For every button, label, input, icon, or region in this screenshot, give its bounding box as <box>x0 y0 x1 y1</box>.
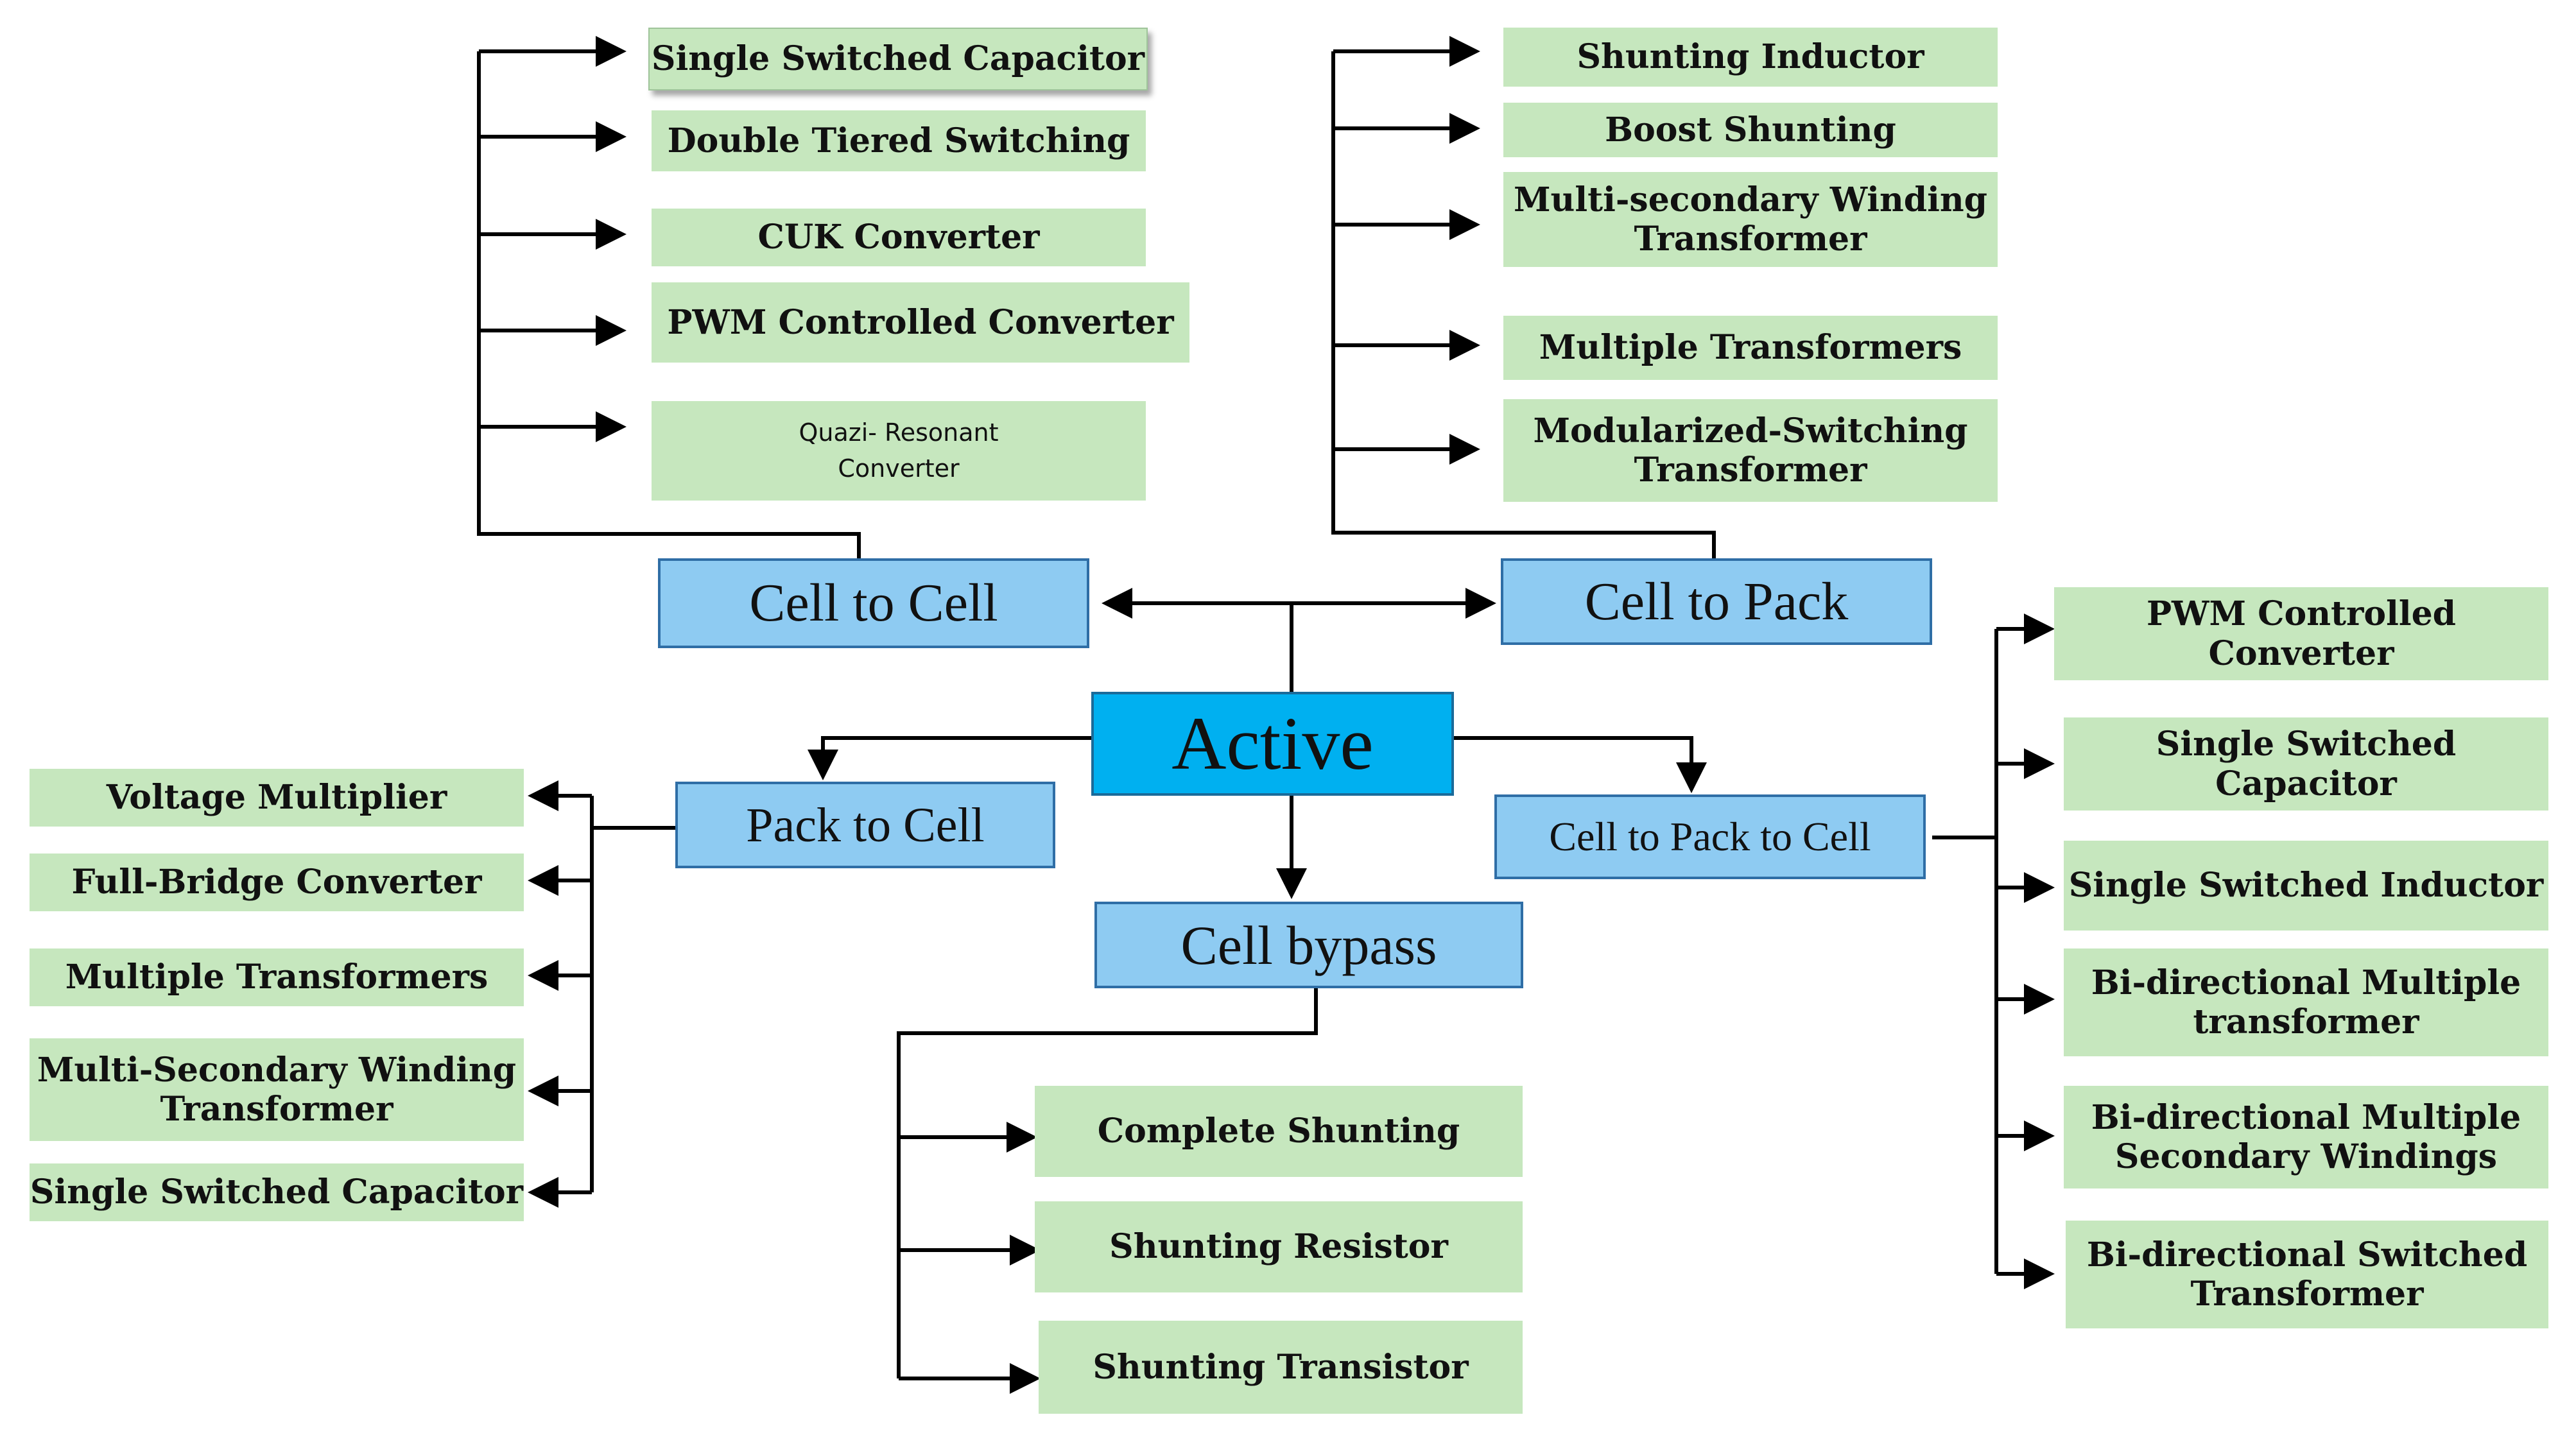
node-cell-to-cell: Cell to Cell <box>658 558 1089 648</box>
cell-to-cell-item: Single Switched Capacitor <box>648 28 1148 90</box>
pack-to-cell-item: Voltage Multiplier <box>30 769 524 827</box>
cell-to-cell-item: Double Tiered Switching <box>652 110 1146 171</box>
cell-bypass-item: Complete Shunting <box>1035 1086 1523 1177</box>
cell-to-cell-item: CUK Converter <box>652 209 1146 266</box>
cell-to-pack-item: Multi-secondary Winding Transformer <box>1503 172 1998 267</box>
node-cell-to-pack-to-cell: Cell to Pack to Cell <box>1494 794 1926 879</box>
cell-to-pack-item: Shunting Inductor <box>1503 28 1998 87</box>
cell-to-pack-to-cell-item: Single Switched Inductor <box>2064 841 2548 931</box>
cell-to-cell-item: Quazi- Resonant Converter <box>652 401 1146 501</box>
cell-to-pack-item: Multiple Transformers <box>1503 316 1998 380</box>
cell-to-cell-item: PWM Controlled Converter <box>652 282 1189 363</box>
cell-bypass-item: Shunting Transistor <box>1039 1321 1523 1414</box>
cell-to-pack-item: Modularized-Switching Transformer <box>1503 399 1998 502</box>
node-active: Active <box>1091 692 1454 796</box>
pack-to-cell-item: Full-Bridge Converter <box>30 854 524 911</box>
cell-to-pack-to-cell-item: Bi-directional Switched Transformer <box>2066 1221 2548 1328</box>
cell-to-pack-to-cell-item: Single Switched Capacitor <box>2064 717 2548 811</box>
cell-to-pack-to-cell-item: Bi-directional Multiple transformer <box>2064 948 2548 1056</box>
pack-to-cell-item: Multi-Secondary Winding Transformer <box>30 1038 524 1141</box>
pack-to-cell-item: Single Switched Capacitor <box>30 1163 524 1221</box>
cell-to-pack-to-cell-item: PWM Controlled Converter <box>2054 587 2548 680</box>
cell-to-pack-to-cell-item: Bi-directional Multiple Secondary Windin… <box>2064 1086 2548 1188</box>
node-cell-bypass: Cell bypass <box>1094 902 1523 988</box>
node-pack-to-cell: Pack to Cell <box>675 782 1055 868</box>
pack-to-cell-item: Multiple Transformers <box>30 948 524 1006</box>
cell-bypass-item: Shunting Resistor <box>1035 1201 1523 1292</box>
cell-to-pack-item: Boost Shunting <box>1503 103 1998 157</box>
node-cell-to-pack: Cell to Pack <box>1501 558 1932 645</box>
